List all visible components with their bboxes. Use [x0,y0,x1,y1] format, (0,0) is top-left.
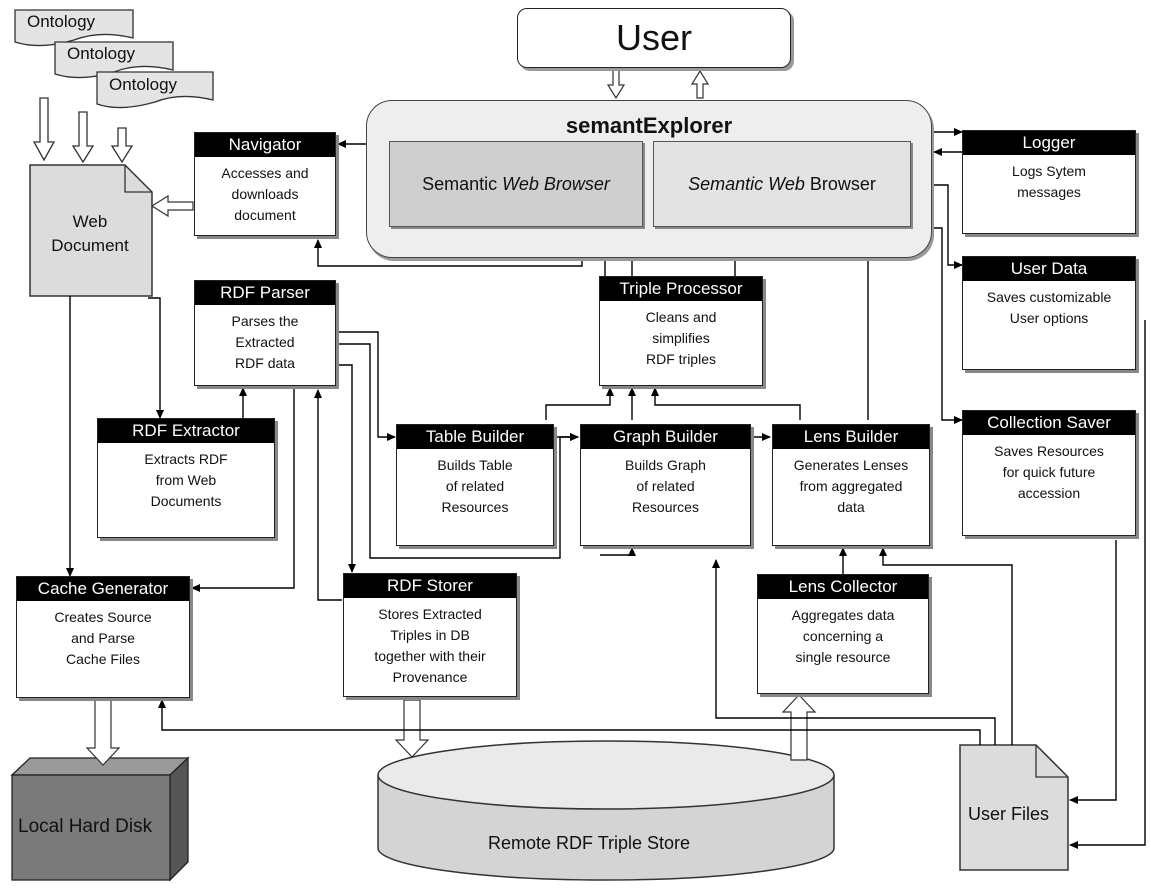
logger-desc: Logs Sytem messages [1012,163,1086,200]
logger-title: Logger [963,131,1135,155]
browser-right-label-1: Semantic Web [688,174,805,194]
ontology-arrows [32,97,134,164]
rdf-parser-box: RDF Parser Parses the Extracted RDF data [194,280,336,386]
lens-builder-title: Lens Builder [773,425,929,449]
web-document-line1: Web [72,212,108,231]
table-builder-desc: Builds Table of related Resources [437,457,513,515]
graph-builder-desc: Builds Graph of related Resources [625,457,706,515]
ontology-label: Ontology [109,75,178,94]
user-box: User [517,8,791,68]
semantexplorer-title: semantExplorer [565,113,733,138]
user-data-box: User Data Saves customizable User option… [962,256,1136,370]
graph-builder-title: Graph Builder [581,425,750,449]
browser-right-label-2: Browser [804,174,876,194]
web-document-label: Web Document [30,210,150,258]
web-document-line2: Document [51,236,129,255]
rdf-storer-title: RDF Storer [344,574,516,598]
logger-box: Logger Logs Sytem messages [962,130,1136,234]
user-files-label: User Files [968,804,1050,824]
navigator-box: Navigator Accesses and downloads documen… [194,132,336,236]
rdf-extractor-title: RDF Extractor [98,419,274,443]
cache-generator-box: Cache Generator Creates Source and Parse… [16,576,190,698]
cache-generator-desc: Creates Source and Parse Cache Files [54,609,152,667]
browser-left-label-1: Semantic [422,174,503,194]
lens-collector-desc: Aggregates data concerning a single reso… [791,607,895,665]
triple-processor-title: Triple Processor [600,277,762,301]
local-disk-label: Local Hard Disk [18,816,153,837]
rdf-extractor-box: RDF Extractor Extracts RDF from Web Docu… [97,418,275,538]
rdf-storer-box: RDF Storer Stores Extracted Triples in D… [343,573,517,697]
collection-saver-title: Collection Saver [963,411,1135,435]
rdf-parser-title: RDF Parser [195,281,335,305]
lens-collector-title: Lens Collector [758,575,928,599]
triple-store-shape [377,740,835,881]
table-builder-box: Table Builder Builds Table of related Re… [396,424,554,546]
collection-saver-desc: Saves Resources for quick future accessi… [994,443,1104,501]
semantic-web-browser-right[interactable]: Semantic Web Browser [653,141,911,227]
rdf-extractor-desc: Extracts RDF from Web Documents [144,451,228,509]
triple-processor-box: Triple Processor Cleans and simplifies R… [599,276,763,386]
user-data-desc: Saves customizable User options [986,289,1112,326]
semantic-web-browser-left[interactable]: Semantic Web Browser [389,141,643,227]
ontology-label: Ontology [67,44,136,63]
table-builder-title: Table Builder [397,425,553,449]
triple-processor-desc: Cleans and simplifies RDF triples [645,309,717,367]
lens-builder-box: Lens Builder Generates Lenses from aggre… [772,424,930,546]
rdf-parser-desc: Parses the Extracted RDF data [231,313,299,371]
triple-store-label: Remote RDF Triple Store [488,833,691,853]
browser-left-label-2: Web Browser [502,174,610,194]
user-data-title: User Data [963,257,1135,281]
semantexplorer-container: semantExplorer Semantic Web Browser Sema… [366,100,932,258]
rdf-storer-desc: Stores Extracted Triples in DB together … [374,606,486,685]
navigator-title: Navigator [195,133,335,157]
lens-collector-box: Lens Collector Aggregates data concernin… [757,574,929,694]
cache-generator-title: Cache Generator [17,577,189,601]
lens-builder-desc: Generates Lenses from aggregated data [793,457,909,515]
navigator-desc: Accesses and downloads document [221,165,309,223]
ontology-label: Ontology [27,12,96,31]
graph-builder-box: Graph Builder Builds Graph of related Re… [580,424,751,546]
collection-saver-box: Collection Saver Saves Resources for qui… [962,410,1136,536]
